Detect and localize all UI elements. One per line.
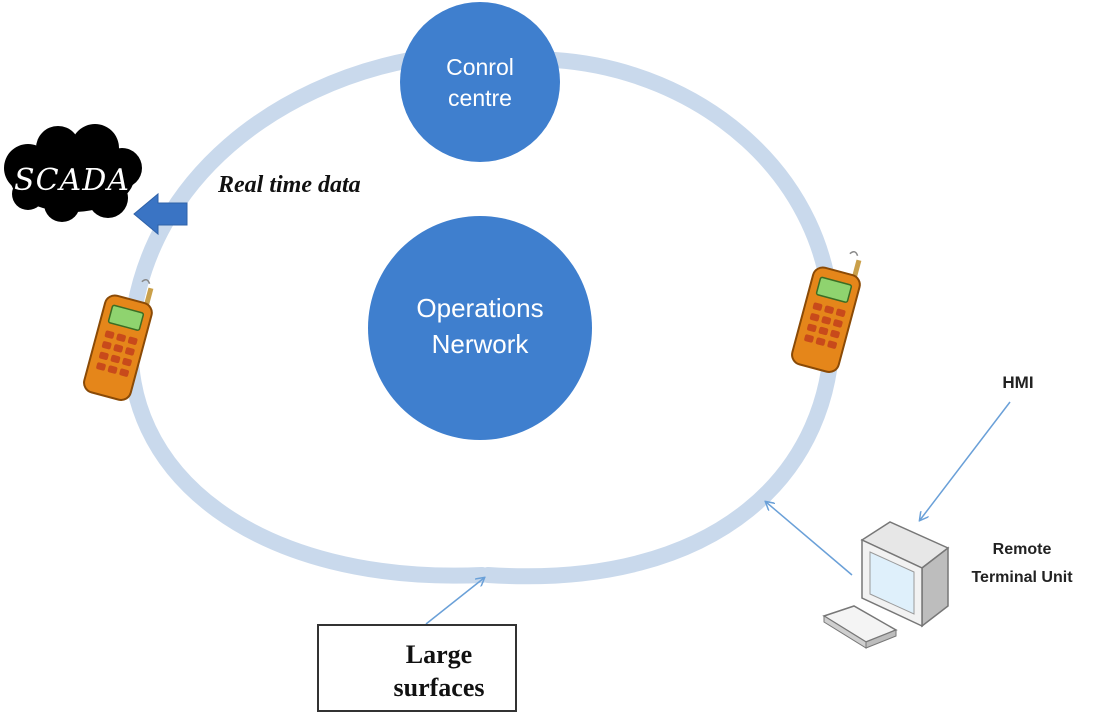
handheld-icon [83,278,154,401]
computer-icon [822,521,950,649]
large-surfaces-connector [425,578,484,625]
scada-label: SCADA [14,163,130,198]
operations-network-label-line2: Nerwork [432,329,530,359]
hmi-connector [920,401,1011,520]
remote-terminal-unit-computer[interactable] [822,521,950,649]
remote-terminal-unit-label-line1: Remote [993,541,1052,558]
operations-network-node[interactable]: Operations Nerwork [368,216,592,440]
large-surfaces-label-line1: Large [406,640,472,669]
large-surfaces-box[interactable]: Large surfaces [317,624,517,712]
control-centre-circle [400,2,560,162]
svg-text:Conrol: Conrol [446,54,514,80]
scada-cloud: SCADA [4,124,142,222]
rtu-connector [766,502,853,576]
operations-network-label-line1: Operations [416,293,543,323]
svg-text:Nerwork: Nerwork [432,329,530,359]
hmi-label: HMI [1002,373,1033,392]
control-centre-label-line2: centre [448,85,512,111]
real-time-data-label: Real time data [217,172,361,198]
control-centre-label-line1: Conrol [446,54,514,80]
svg-text:Operations: Operations [416,293,543,323]
svg-text:centre: centre [448,85,512,111]
handheld-device-left[interactable] [82,271,160,402]
real-time-data-arrow [133,192,188,236]
handheld-icon [791,250,862,373]
handheld-device-right[interactable] [790,243,868,374]
large-surfaces-label-line2: surfaces [394,673,485,702]
remote-terminal-unit-label-line2: Terminal Unit [971,569,1073,586]
large-surfaces-frame [317,624,517,712]
operations-network-circle [368,216,592,440]
control-centre-node[interactable]: Conrol centre [400,2,560,162]
